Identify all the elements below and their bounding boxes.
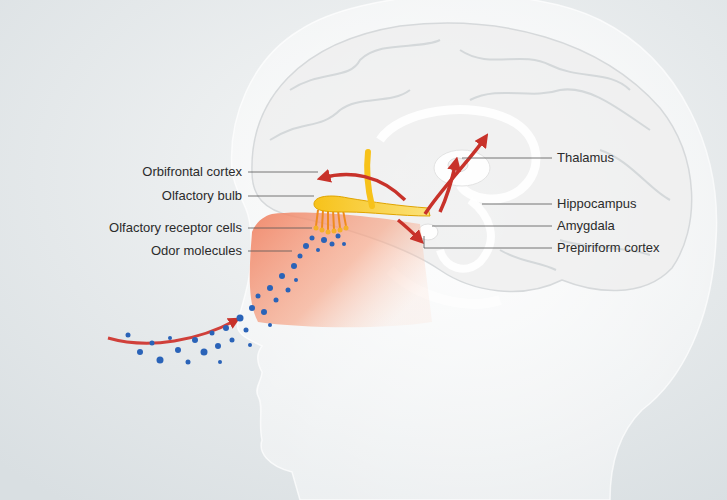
label-anchor: Odor molecules [151,243,242,259]
part-label: Odor molecules [151,243,242,259]
receptor-cells [316,210,346,230]
label-anchor: Thalamus [557,150,614,166]
pathway-arrows [322,138,485,240]
inhale-arrow [108,320,236,343]
receptor-cell-bodies [314,226,349,235]
label-anchor: Amygdala [557,218,615,234]
part-label: Prepiriform cortex [557,240,660,256]
head-silhouette [232,0,717,500]
label-anchor: Hippocampus [557,196,637,212]
label-anchor: Olfactory receptor cells [109,220,242,236]
nasal-cavity [250,212,432,327]
part-label: Hippocampus [557,196,637,212]
label-anchor: Olfactory bulb [162,188,242,204]
label-anchor: Orbifrontal cortex [142,164,242,180]
label-anchor: Prepiriform cortex [557,240,660,256]
brain [252,23,692,291]
part-label: Amygdala [557,218,615,234]
part-label: Olfactory bulb [162,188,242,204]
odor-molecule-dots [126,234,347,365]
leader-lines [248,158,552,251]
part-label: Olfactory receptor cells [109,220,242,236]
part-label: Thalamus [557,150,614,166]
part-label: Orbifrontal cortex [142,164,242,180]
